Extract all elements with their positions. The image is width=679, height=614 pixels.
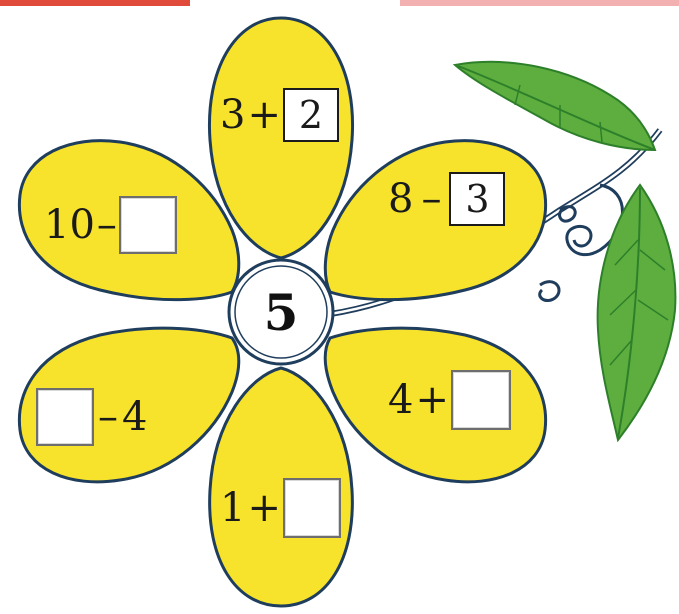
operator: +: [247, 488, 281, 528]
answer-box[interactable]: [283, 478, 341, 538]
operator: –: [421, 179, 441, 219]
expression-lower-left: – 4: [36, 388, 147, 446]
operator: +: [247, 95, 281, 135]
leaf-top: [455, 62, 655, 150]
operand-left: 1: [220, 488, 245, 528]
center-number: 5: [243, 284, 319, 340]
operand-left: 10: [44, 205, 95, 245]
answer-box[interactable]: [451, 370, 511, 430]
operand-left: 8: [388, 179, 413, 219]
operator: +: [415, 380, 449, 420]
answer-box[interactable]: 3: [449, 172, 505, 226]
expression-top: 3 + 2: [220, 88, 339, 142]
operator: –: [97, 205, 117, 245]
operator: –: [98, 397, 118, 437]
operand-right: 4: [122, 397, 147, 437]
operand-left: 3: [220, 95, 245, 135]
expression-bottom: 1 +: [220, 478, 341, 538]
answer-box[interactable]: [119, 196, 177, 254]
operand-left: 4: [388, 380, 413, 420]
expression-upper-right: 8 – 3: [388, 172, 505, 226]
expression-upper-left: 10 –: [44, 196, 177, 254]
leaf-right: [598, 185, 676, 440]
answer-box[interactable]: [36, 388, 94, 446]
expression-lower-right: 4 +: [388, 370, 511, 430]
answer-box[interactable]: 2: [283, 88, 339, 142]
